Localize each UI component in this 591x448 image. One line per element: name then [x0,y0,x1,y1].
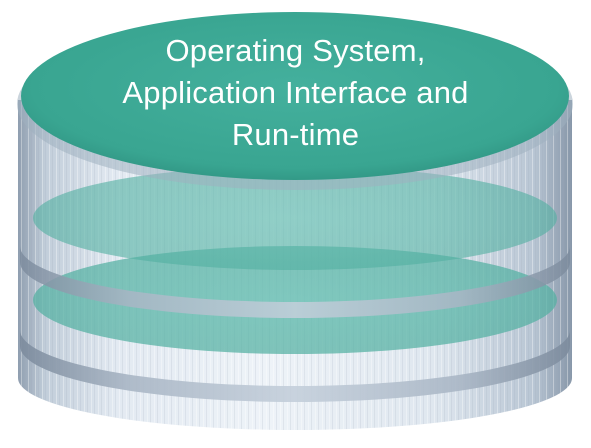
top-label-line-1: Operating System, [165,33,426,68]
middle-disc [33,166,557,270]
top-label: Operating System, Application Interface … [60,30,531,156]
top-label-line-2: Application Interface and [122,75,469,110]
middle-band [20,246,570,318]
top-label-line-3: Run-time [231,117,360,152]
top-surface [21,12,569,180]
lower-disc [33,246,557,354]
lower-band [20,330,570,402]
